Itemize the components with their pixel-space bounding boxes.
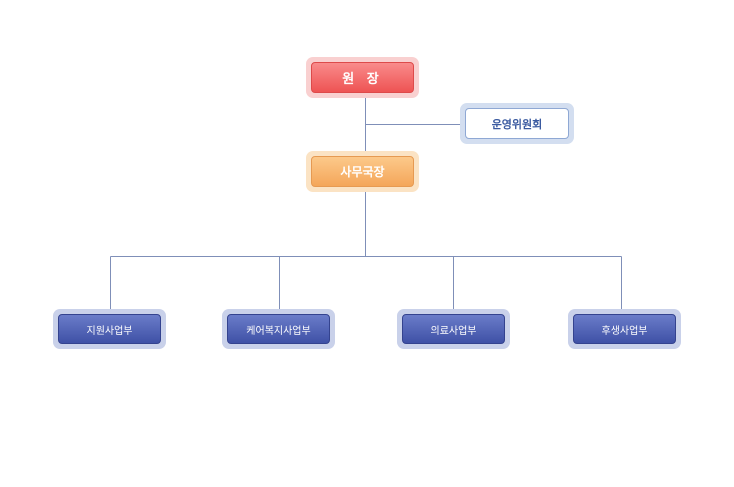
department-label: 후생사업부	[573, 314, 676, 344]
director-box: 원 장	[306, 57, 419, 98]
committee-label: 운영위원회	[465, 108, 569, 139]
department-box-welfare-benefits: 후생사업부	[568, 309, 681, 349]
department-label: 의료사업부	[402, 314, 505, 344]
secretary-general-box: 사무국장	[306, 151, 419, 192]
department-box-support: 지원사업부	[53, 309, 166, 349]
secretary-general-label: 사무국장	[311, 156, 414, 187]
department-label: 케어복지사업부	[227, 314, 330, 344]
department-box-care-welfare: 케어복지사업부	[222, 309, 335, 349]
director-label: 원 장	[311, 62, 414, 93]
committee-box: 운영위원회	[460, 103, 574, 144]
department-box-medical: 의료사업부	[397, 309, 510, 349]
department-label: 지원사업부	[58, 314, 161, 344]
